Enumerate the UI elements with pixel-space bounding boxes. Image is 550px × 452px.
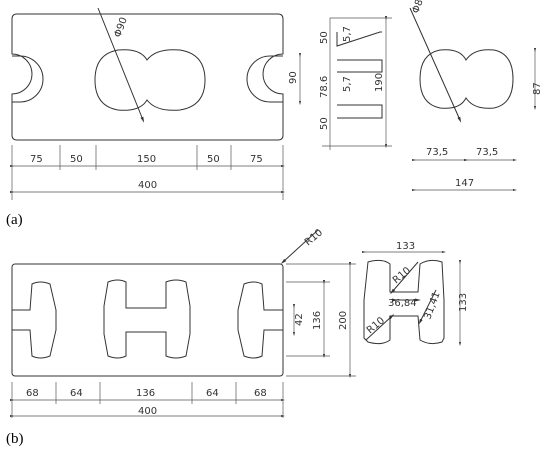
dim-a-seg-1: 75 bbox=[30, 154, 43, 165]
dim-a-v57-top: 5,7 bbox=[342, 26, 353, 42]
left-half-hole-a bbox=[12, 55, 44, 103]
dim-b-seg-5: 68 bbox=[254, 388, 267, 399]
detail-rtop-b: R10 bbox=[391, 265, 413, 286]
figure-a: Φ90 75 50 150 50 75 400 90 50 5,7 78.6 5… bbox=[6, 0, 543, 228]
center-double-hole-a bbox=[94, 49, 206, 111]
dim-a-seg-3: 150 bbox=[137, 154, 156, 165]
dim-b-overall: 400 bbox=[138, 406, 157, 417]
side-profile-a bbox=[336, 31, 383, 119]
detail-h87-a: 87 bbox=[532, 82, 543, 95]
detail-w147-a: 147 bbox=[455, 178, 474, 189]
caption-b: (b) bbox=[6, 431, 24, 447]
radius-label-b: R10 bbox=[303, 227, 325, 248]
detail-w735-l-a: 73,5 bbox=[426, 147, 448, 158]
detail-rbot-b: R10 bbox=[365, 315, 387, 336]
dim-a-overall: 400 bbox=[138, 180, 157, 191]
dim-a-seg-2: 50 bbox=[70, 154, 83, 165]
detail-w735-r-a: 73,5 bbox=[476, 147, 498, 158]
detail-double-hole-a bbox=[419, 49, 514, 109]
dim-b-seg-3: 136 bbox=[136, 388, 155, 399]
dim-b-v200: 200 bbox=[338, 311, 349, 330]
hole-dia-label-a: Φ90 bbox=[112, 16, 129, 39]
dim-a-v786: 78.6 bbox=[319, 76, 330, 98]
dim-a-seg-5: 75 bbox=[250, 154, 263, 165]
dim-a-v57-bot: 5,7 bbox=[342, 76, 353, 92]
detail-w133-b: 133 bbox=[396, 241, 415, 252]
block-b-outline bbox=[11, 263, 284, 377]
center-i-hole-b bbox=[103, 279, 191, 359]
dim-b-v136: 136 bbox=[312, 311, 323, 330]
dim-b-seg-4: 64 bbox=[206, 388, 219, 399]
dim-b-seg-1: 68 bbox=[26, 388, 39, 399]
block-a-outline bbox=[11, 13, 284, 141]
left-half-hole-b bbox=[12, 281, 57, 359]
dim-a-v50-top: 50 bbox=[319, 31, 330, 44]
dim-a-h90: 90 bbox=[288, 71, 299, 84]
detail-d3684-b: 36,84 bbox=[388, 298, 417, 309]
right-half-hole-a bbox=[246, 55, 283, 103]
detail-dia-a: Φ87 bbox=[410, 0, 427, 15]
right-half-hole-b bbox=[237, 281, 283, 359]
figure-b: R10 68 64 136 64 68 400 42 136 200 133 1… bbox=[6, 227, 469, 447]
dim-a-seg-4: 50 bbox=[207, 154, 220, 165]
dim-b-v42: 42 bbox=[294, 313, 305, 326]
detail-i-shape-b bbox=[363, 259, 445, 345]
hole-dia-leader-a bbox=[97, 7, 145, 123]
dim-b-seg-2: 64 bbox=[70, 388, 83, 399]
dim-a-v50-bot: 50 bbox=[319, 117, 330, 130]
detail-d3141-b: 31,41 bbox=[422, 290, 442, 321]
detail-h133-b: 133 bbox=[458, 293, 469, 312]
caption-a: (a) bbox=[6, 212, 23, 228]
dim-a-v190: 190 bbox=[374, 73, 385, 92]
